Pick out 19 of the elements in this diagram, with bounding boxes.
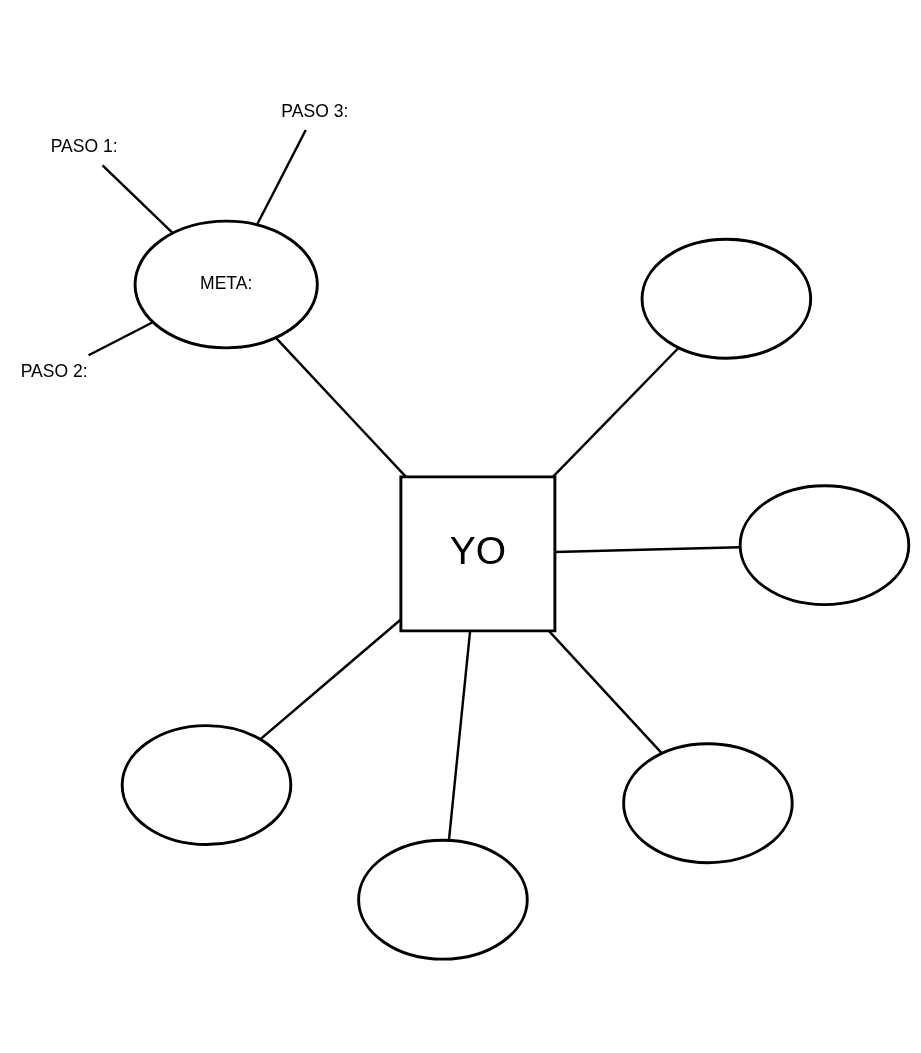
node-ellipse	[738, 483, 911, 606]
node-ellipse	[357, 838, 529, 961]
connector	[255, 128, 307, 225]
node-ellipse	[640, 237, 813, 360]
connector	[101, 164, 174, 234]
node-box: YO	[399, 474, 557, 632]
node-ellipse	[622, 741, 794, 864]
connector	[275, 336, 407, 478]
connector	[447, 630, 472, 840]
node-ellipse	[120, 723, 293, 846]
node-text: PASO 3:	[281, 100, 349, 121]
connector	[259, 618, 402, 740]
connector	[548, 629, 663, 754]
node-text: PASO 1:	[50, 135, 118, 156]
connector	[88, 320, 154, 356]
connector	[555, 545, 741, 553]
node-text: PASO 2:	[20, 360, 88, 381]
connector	[552, 346, 680, 477]
node-ellipse: META:	[133, 219, 319, 349]
